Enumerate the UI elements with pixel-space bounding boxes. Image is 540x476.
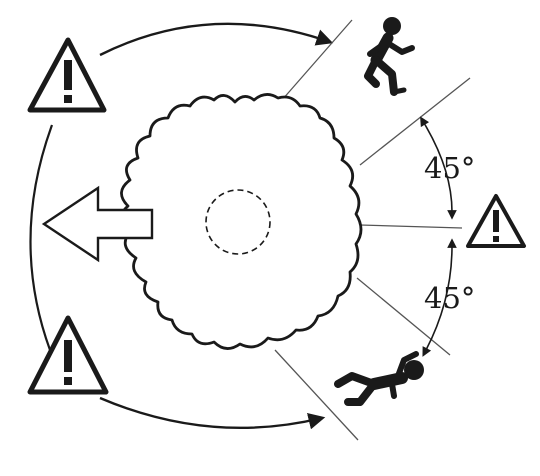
escape-arrow-lower xyxy=(100,398,322,428)
escape-route-line-lower-1 xyxy=(275,350,358,440)
reference-line-center xyxy=(360,225,462,228)
running-person-icon xyxy=(338,354,424,402)
warning-triangle-icon xyxy=(30,40,104,110)
running-person-icon xyxy=(368,17,412,92)
escape-arc-left xyxy=(30,125,52,350)
warning-triangle-icon xyxy=(30,318,106,392)
angle-label-upper: 45° xyxy=(424,151,475,185)
angle-label-lower: 45° xyxy=(424,281,475,315)
warning-triangle-icon xyxy=(468,196,524,246)
escape-arrow-upper xyxy=(100,24,330,55)
tree-crown xyxy=(121,94,361,348)
